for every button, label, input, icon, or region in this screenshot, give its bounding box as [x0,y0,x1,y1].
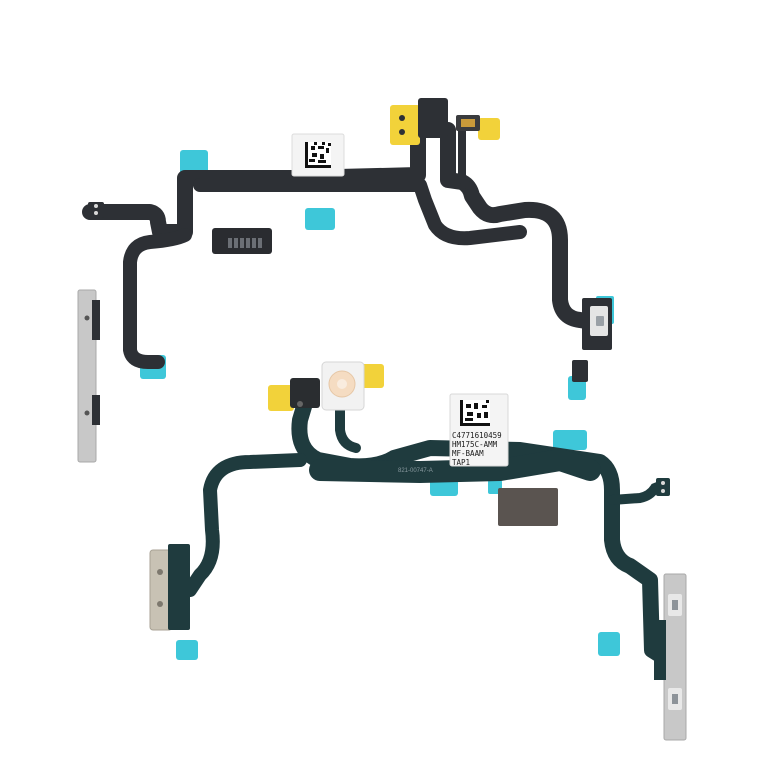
flex-ribbon-bottom-mic [335,390,361,453]
bracket-top-left [77,289,100,463]
label-sticker-bottom: C4771610459 HM175C-AMM MF-BAAM TAP1 [449,393,509,467]
bracket-bottom-right [654,573,687,741]
gold-contacts-bottom [268,361,384,411]
bracket-top-right [572,298,612,382]
flex-ribbon-top-branch [458,116,474,190]
label-line-1: C4771610459 [452,431,502,440]
flex-ribbon-bottom-branch [607,481,665,505]
flex-ribbon-top [82,122,600,330]
flex-ribbon-top-wide [193,178,527,246]
datamatrix-top [305,142,331,168]
label-line-3: MF-BAAM [452,449,484,458]
gold-contacts-top [390,98,500,145]
flex-ribbon-bottom-wide [309,449,601,483]
trace-print-bottom: 821-00747-A [398,468,433,474]
bracket-bottom-left [149,544,190,631]
contact-pad-bottom-right [656,478,670,496]
flex-ribbon-top-left-arm [123,228,192,369]
label-line-2: HM175C-AMM [452,440,498,449]
label-line-4: TAP1 [452,458,470,467]
flex-cable-top [77,98,614,463]
shield-plate-bottom [498,488,558,526]
contact-pad-top-left [88,202,104,218]
connector-top-pins [228,238,262,248]
flex-ribbon-bottom-left [183,453,307,597]
flex-cable-bottom: 821-00747-A C4771610459 HM175C-AMM [149,361,687,741]
